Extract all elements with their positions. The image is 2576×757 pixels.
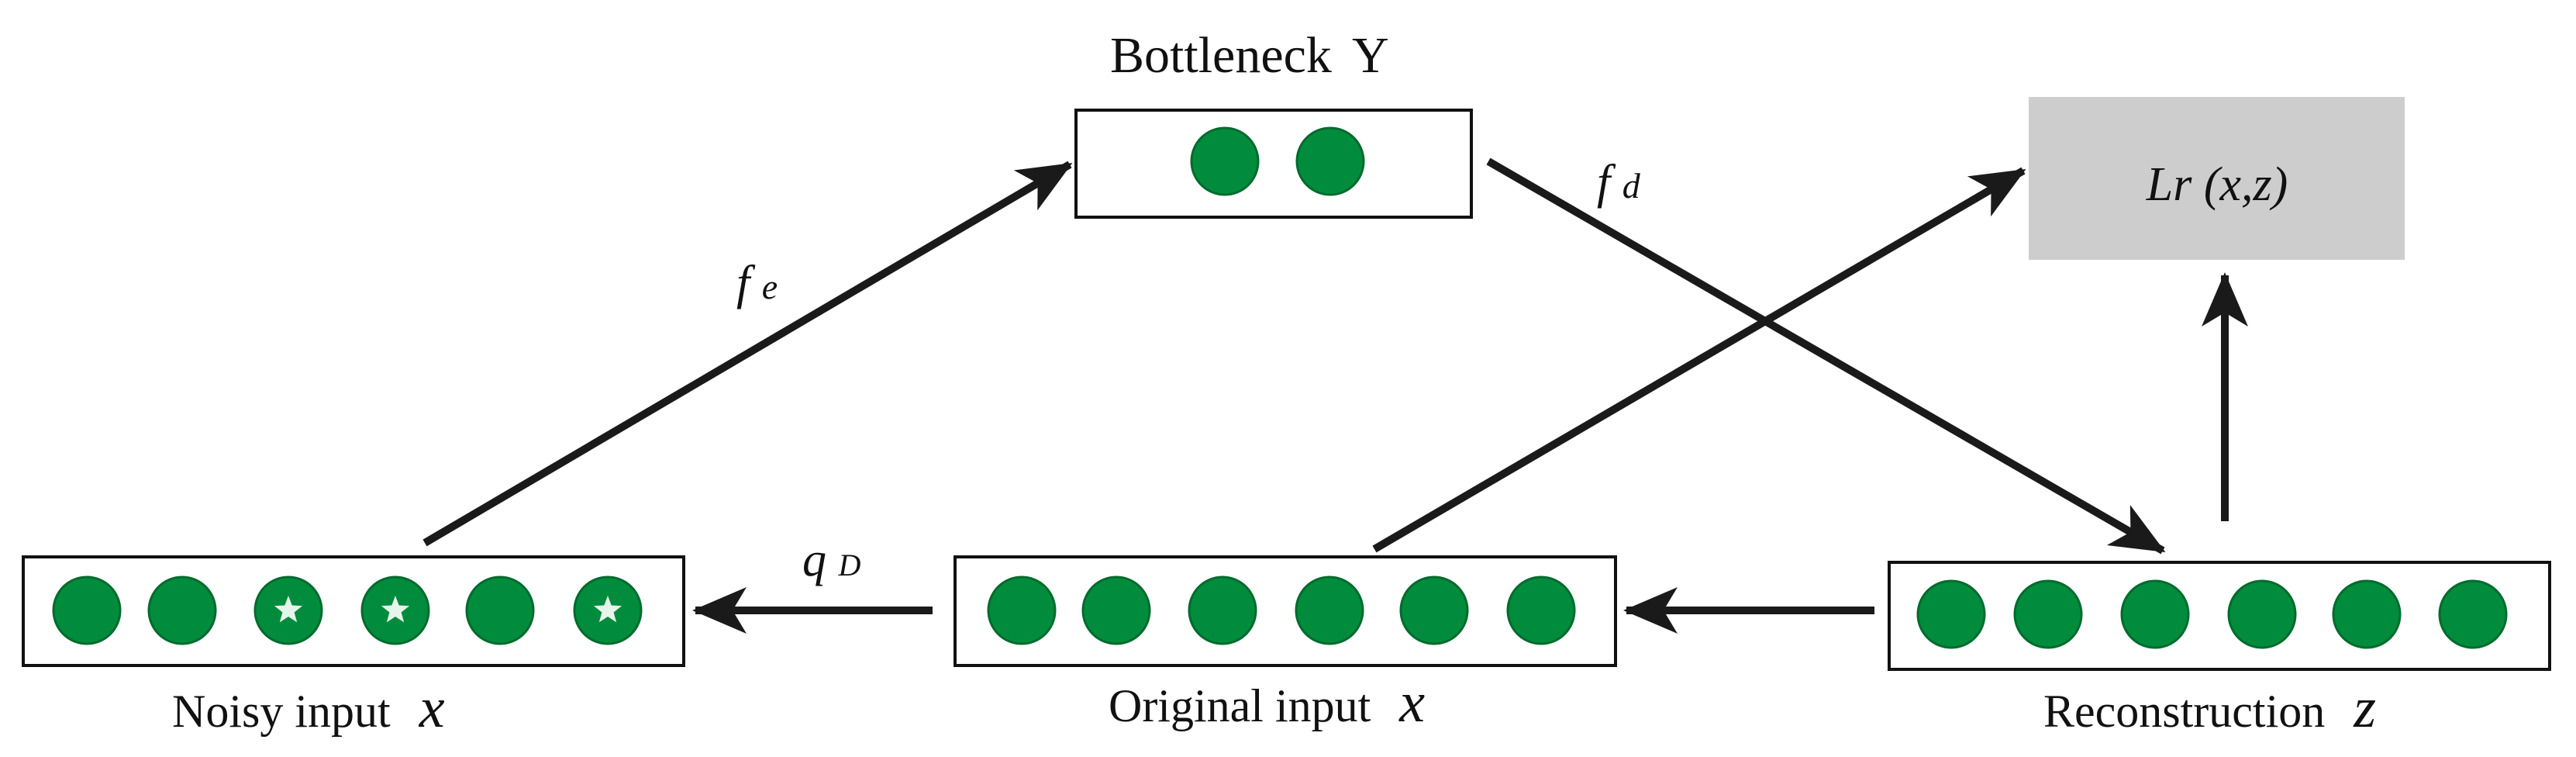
decoder-function-main: f — [1597, 156, 1616, 209]
noisy-input-units — [52, 576, 643, 645]
reconstruction-variable: z — [2353, 676, 2376, 740]
loss-box — [2029, 97, 2405, 260]
noisy-input-title: Noisy input x — [172, 676, 445, 740]
reconstruction-unit — [2013, 579, 2083, 649]
original-input-layer-box — [953, 555, 1617, 667]
bottleneck-variable: Y — [1352, 27, 1389, 84]
noise-star-icon — [274, 596, 303, 623]
encoder-function-label: f e — [736, 257, 778, 309]
encoder-arrow — [422, 161, 1073, 547]
encoder-function-sub: e — [762, 267, 778, 306]
decoder-arrow — [1486, 157, 2166, 555]
noisy-input-unit — [52, 576, 122, 645]
original-input-variable: x — [1398, 671, 1425, 735]
loss-function-label: Lr (x,z) — [2146, 158, 2288, 211]
bottleneck-unit — [1295, 126, 1365, 196]
reconstruction-unit — [1916, 579, 1986, 649]
noisy-input-variable: x — [419, 676, 445, 740]
bottleneck-label: Bottleneck — [1110, 27, 1332, 84]
original-input-unit — [1295, 576, 1364, 645]
corruption-function-main: q — [802, 534, 826, 586]
original-to-loss-arrow — [1372, 167, 2026, 553]
arrows — [422, 157, 2248, 634]
original-input-unit — [1081, 576, 1151, 645]
reconstruction-unit — [2332, 579, 2402, 649]
noisy-input-unit — [147, 576, 217, 645]
noisy-input-label: Noisy input — [172, 686, 391, 737]
corruption-function-sub: D — [838, 548, 861, 582]
reconstruction-unit — [2227, 579, 2297, 649]
original-input-label: Original input — [1109, 680, 1371, 731]
decoder-function-label: f d — [1597, 156, 1641, 209]
decoder-function-sub: d — [1623, 166, 1641, 206]
original-input-unit — [987, 576, 1057, 645]
bottleneck-unit — [1190, 126, 1260, 196]
reconstruction-unit — [2438, 579, 2508, 649]
original-input-title: Original input x — [1109, 671, 1425, 735]
original-input-units — [987, 576, 1576, 645]
reconstruction-units — [1916, 579, 2508, 649]
bottleneck-units — [1190, 126, 1365, 196]
original-input-unit — [1188, 576, 1257, 645]
bottleneck-title: Bottleneck Y — [1110, 27, 1389, 84]
encoder-function-main: f — [736, 257, 756, 309]
original-input-unit — [1399, 576, 1469, 645]
noise-star-icon — [593, 596, 622, 623]
reconstruction-unit — [2120, 579, 2190, 649]
corruption-function-label: q D — [802, 534, 861, 586]
noisy-input-unit — [465, 576, 535, 645]
noise-star-icon — [381, 596, 410, 623]
reconstruction-title: Reconstruction z — [2043, 676, 2376, 740]
bottleneck-layer-box — [1074, 109, 1473, 219]
original-input-unit — [1506, 576, 1576, 645]
reconstruction-label: Reconstruction — [2043, 686, 2325, 737]
